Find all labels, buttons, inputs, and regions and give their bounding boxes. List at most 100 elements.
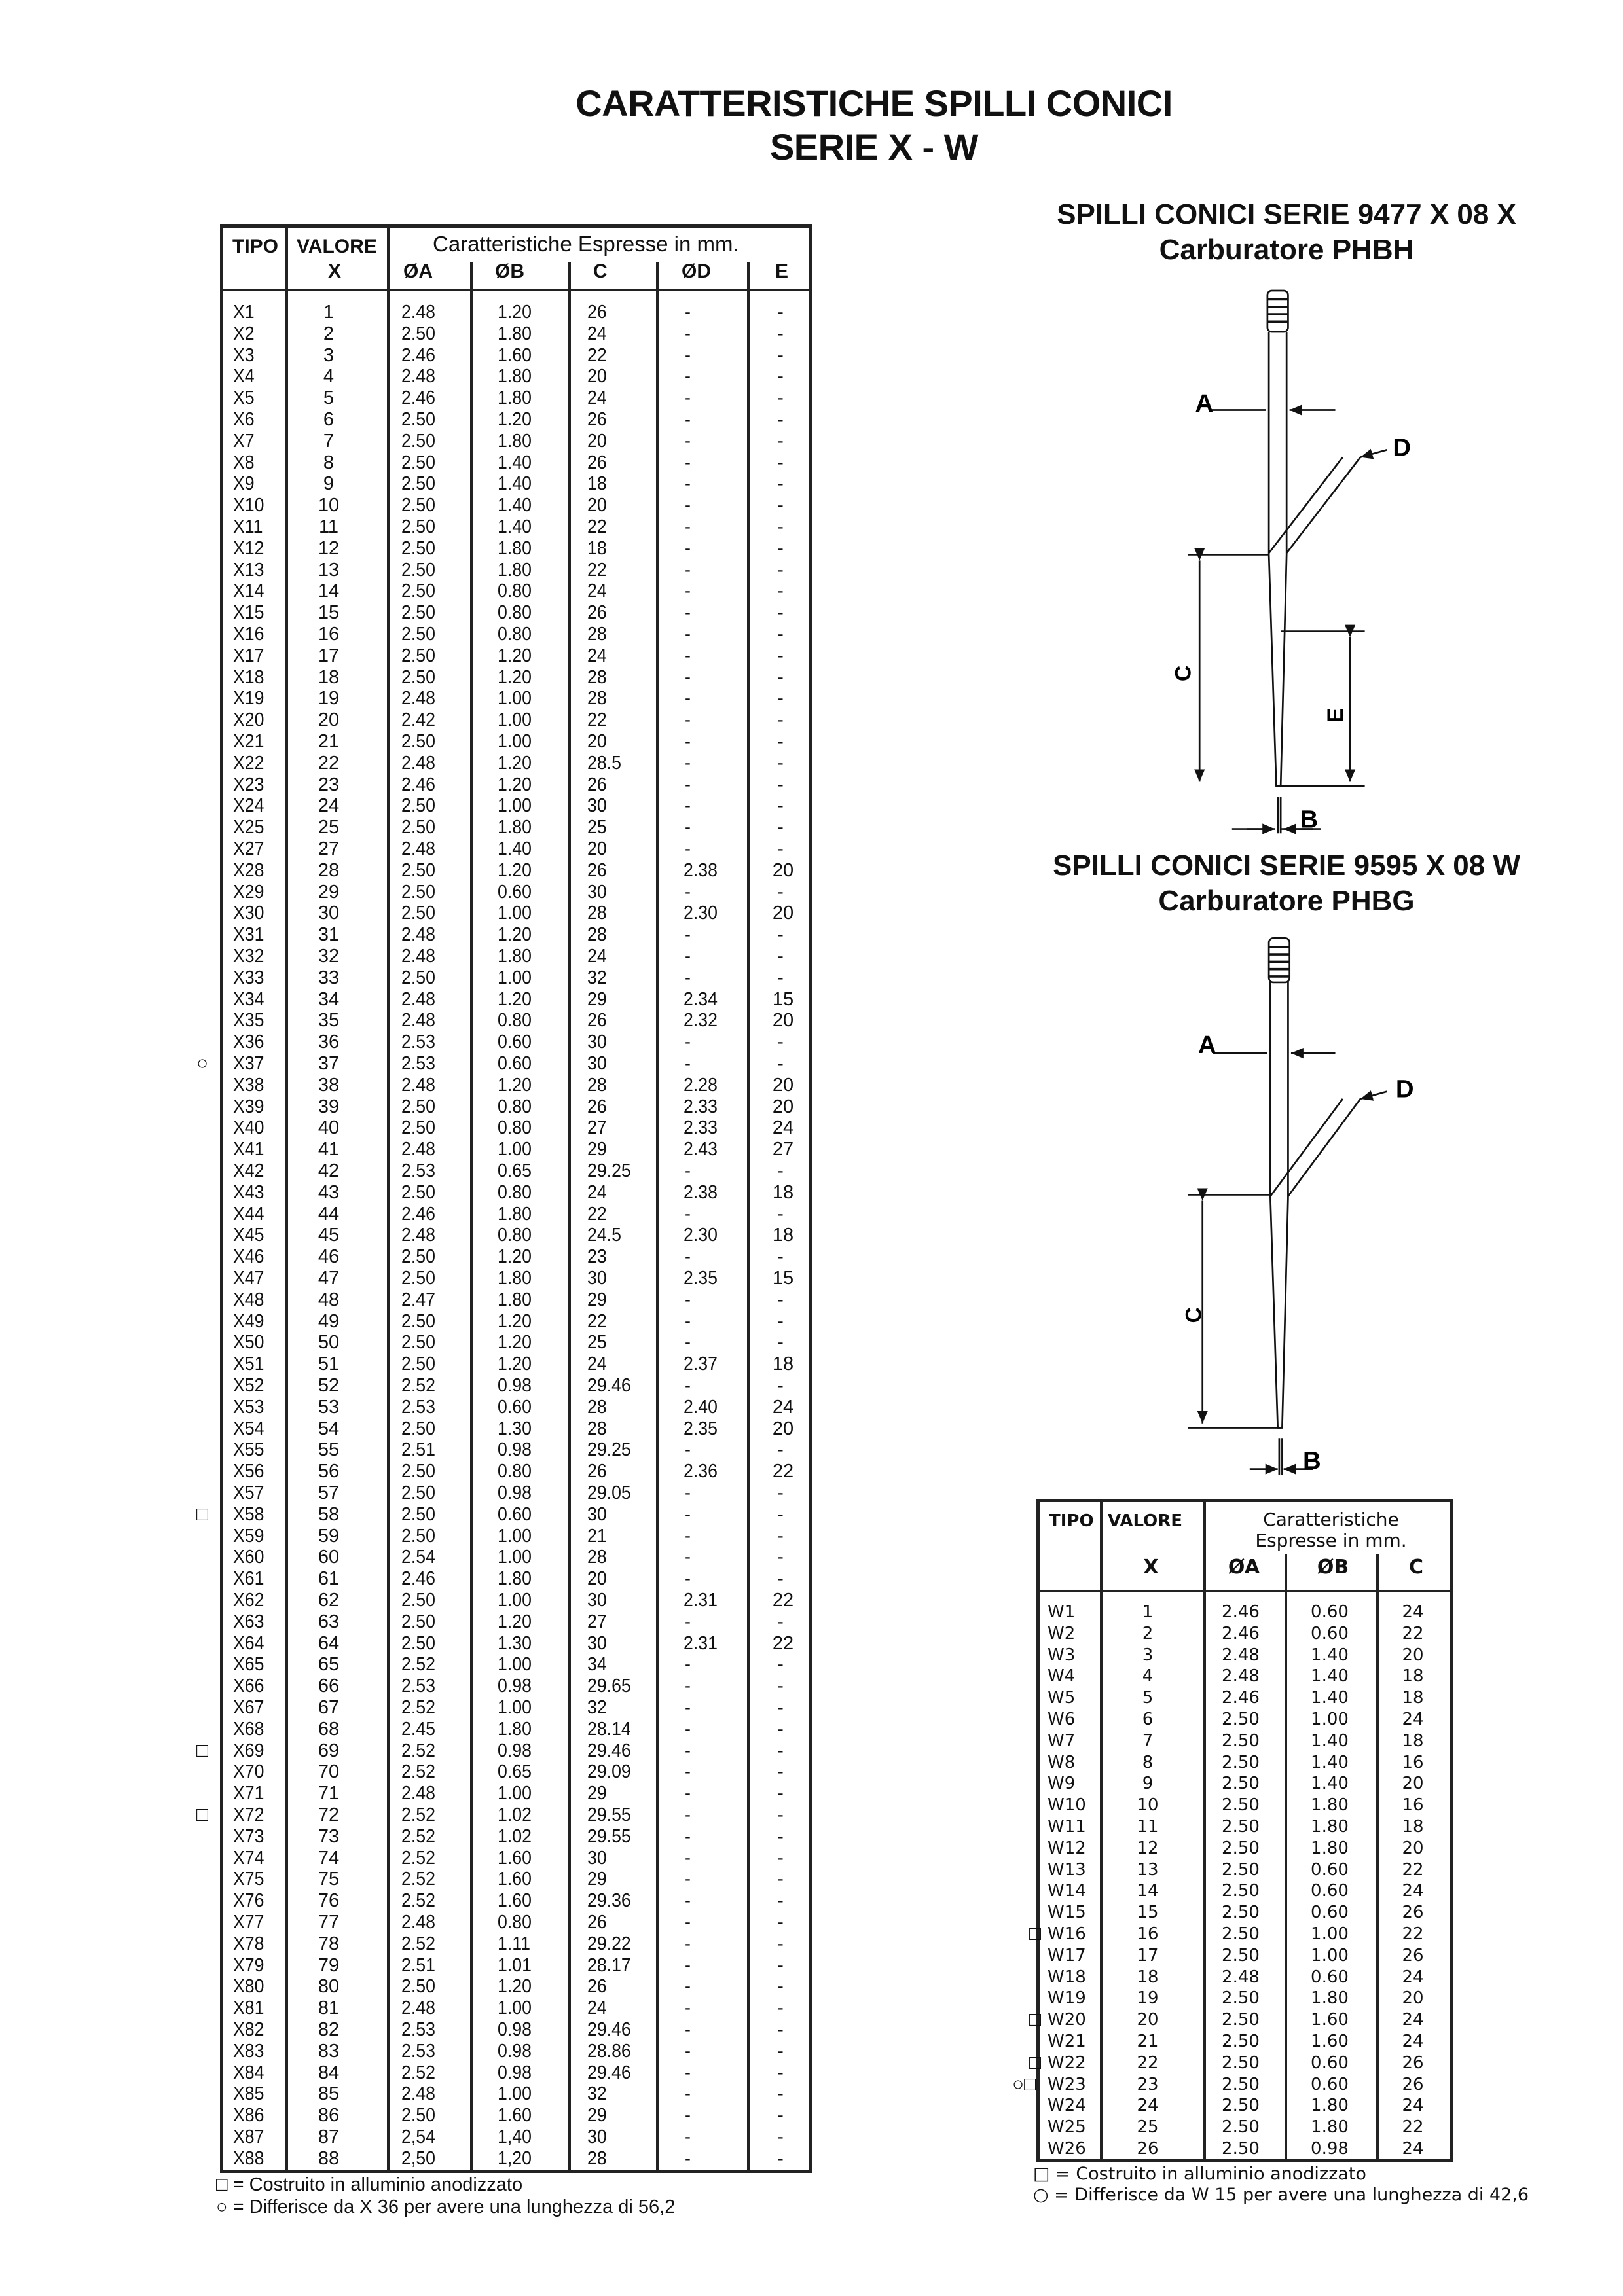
cell-tipo: W16 [1048,1924,1086,1944]
cell-c: 24 [1402,1710,1424,1729]
cell-tipo: X7 [233,430,255,452]
cell-a: 2.52 [401,1933,435,1954]
cell-b: 0.80 [498,581,532,602]
cell-tipo: W24 [1048,2096,1086,2116]
cell-tipo: X78 [233,1933,264,1954]
cell-d: - [685,1676,691,1697]
cell-e: - [777,1869,784,1890]
cell-c: 18 [1402,1666,1424,1687]
cell-c: 24 [1402,2096,1424,2116]
cell-d: - [685,881,691,903]
cell-d: - [685,624,691,645]
cell-tipo: X19 [233,688,264,709]
cell-tipo: X49 [233,1310,264,1332]
series-x-title: SPILLI CONICI SERIE 9477 X 08 X [1057,198,1516,230]
cell-tipo: X12 [233,537,264,559]
cell-valore: 3 [323,344,335,366]
cell-e: - [777,1697,784,1718]
cell-valore: 30 [318,903,340,924]
cell-b: 0.60 [498,1053,532,1074]
cell-d: - [685,1375,691,1396]
cell-d: 2.35 [684,1418,718,1439]
cell-a: 2,50 [401,2147,435,2169]
cell-c: 30 [587,881,607,903]
cell-b: 1.20 [498,645,532,666]
cell-b: 1.40 [498,495,532,516]
header-d: ØD [682,260,711,282]
cell-valore: 1 [1142,1602,1154,1622]
cell-d: - [685,795,691,817]
cell-valore: 66 [318,1676,340,1697]
cell-d: - [685,967,691,988]
cell-a: 2.50 [1222,2096,1260,2116]
w-series-table: TIPO VALORE Caratteristiche Espresse in … [1036,1499,1453,2162]
cell-e: 20 [772,1096,794,1117]
cell-c: 27 [587,1611,607,1632]
cell-e: - [777,366,784,387]
cell-c: 28 [587,1074,607,1096]
cell-valore: 2 [323,323,335,344]
cell-tipo: X44 [233,1203,264,1225]
cell-e: - [777,2083,784,2105]
series-w-title: SPILLI CONICI SERIE 9595 X 08 W [1053,850,1520,882]
cell-c: 29.05 [587,1482,631,1503]
cell-valore: 27 [318,838,340,859]
cell-e: - [777,624,784,645]
cell-e: - [777,1954,784,1976]
cell-b: 0.80 [498,1010,532,1031]
cell-b: 1.02 [498,1825,532,1847]
square-icon: □ [1033,2164,1050,2184]
cell-e: - [777,1890,784,1912]
cell-tipo: X82 [233,2019,264,2040]
cell-e: - [777,1761,784,1783]
cell-tipo: X38 [233,1074,264,1096]
cell-a: 2.45 [401,1718,435,1740]
cell-tipo: W23 [1048,2074,1086,2094]
cell-tipo: W26 [1048,2139,1086,2159]
header-c: C [1408,1556,1424,1579]
cell-e: - [777,1031,784,1053]
cell-b: 0.60 [498,1503,532,1525]
cell-a: 2.50 [401,859,435,881]
cell-c: 24 [587,1998,607,2019]
cell-c: 28 [587,1396,607,1418]
cell-e: 18 [772,1225,794,1246]
label-c: C [1171,666,1196,681]
cell-a: 2.50 [401,1503,435,1525]
cell-tipo: X29 [233,881,264,903]
cell-a: 2.48 [1222,1666,1260,1687]
cell-a: 2.48 [401,302,435,323]
cell-b: 1.80 [1311,1795,1349,1816]
cell-valore: 31 [318,924,340,946]
cell-a: 2.50 [1222,1795,1260,1816]
cell-c: 20 [1402,1838,1424,1858]
cell-c: 29.09 [587,1761,631,1783]
cell-a: 2.51 [401,1439,435,1461]
cell-b: 1.40 [1311,1688,1349,1708]
cell-d: - [685,2040,691,2062]
cell-valore: 24 [1137,2096,1159,2116]
cell-a: 2.50 [401,1418,435,1439]
cell-d: - [685,1547,691,1568]
cell-d: - [685,1332,691,1354]
cell-c: 24 [587,323,607,344]
cell-b: 0.98 [498,2062,532,2083]
cell-valore: 81 [318,1998,340,2019]
cell-e: - [777,559,784,581]
cell-c: 26 [587,602,607,624]
cell-a: 2.50 [401,1461,435,1482]
cell-b: 1.20 [498,1310,532,1332]
cell-d: - [685,602,691,624]
cell-b: 0.98 [498,1439,532,1461]
cell-d: - [685,409,691,430]
header-x: X [327,260,342,282]
cell-b: 1.20 [498,988,532,1010]
cell-c: 24 [1402,1967,1424,1987]
cell-valore: 59 [318,1525,340,1547]
cell-d: - [685,1246,691,1268]
cell-tipo: X62 [233,1590,264,1611]
cell-a: 2.50 [401,731,435,752]
cell-e: 20 [772,903,794,924]
cell-e: - [777,2105,784,2126]
cell-tipo: X51 [233,1354,264,1375]
